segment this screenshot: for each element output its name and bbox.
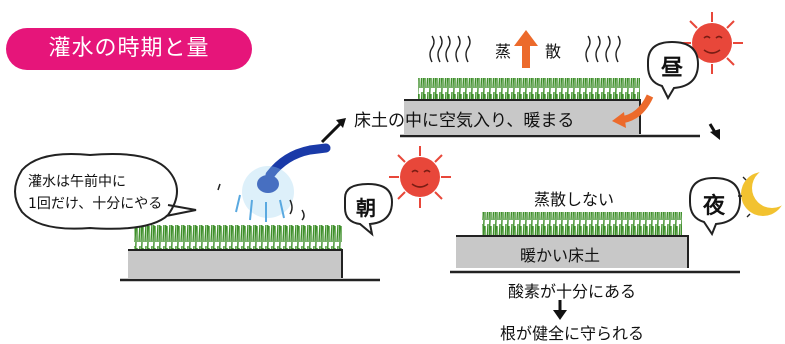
roots-result-label: 根が健全に守られる bbox=[500, 324, 645, 343]
moon-icon bbox=[738, 168, 785, 218]
arrow-to-noon bbox=[320, 122, 342, 144]
evaporation-label-1: 蒸 bbox=[495, 42, 512, 61]
morning-bed bbox=[120, 225, 380, 282]
noon-sun-icon bbox=[681, 12, 743, 74]
morning-time-label: 朝 bbox=[356, 196, 376, 220]
hose-icon bbox=[217, 143, 331, 222]
morning-sun-icon bbox=[389, 146, 451, 208]
morning-time-bubble bbox=[344, 182, 394, 237]
oxygen-result-label: 酸素が十分にある bbox=[508, 282, 637, 301]
speech-bubble bbox=[14, 153, 197, 230]
noon-bed bbox=[400, 78, 700, 138]
night-soil-label: 暖かい床土 bbox=[520, 246, 601, 265]
noon-soil-label: 床土の中に空気入り、暖まる bbox=[354, 111, 575, 131]
night-time-label: 夜 bbox=[703, 194, 726, 219]
evaporation-arrow-icon bbox=[514, 30, 538, 68]
evaporation-label-2: 散 bbox=[545, 42, 562, 61]
morning-speech-line-1: 灌水は午前中に bbox=[28, 174, 126, 190]
noon-time-label: 昼 bbox=[661, 56, 684, 81]
night-bed bbox=[450, 212, 740, 274]
noon-time-bubble bbox=[647, 40, 700, 101]
diagram-title: 灌水の時期と量 bbox=[6, 28, 252, 70]
heat-waves bbox=[429, 35, 621, 63]
morning-speech-line-2: 1回だけ、十分にやる bbox=[28, 196, 163, 212]
no-evaporation-label: 蒸散しない bbox=[534, 190, 615, 209]
night-time-bubble bbox=[689, 176, 742, 237]
